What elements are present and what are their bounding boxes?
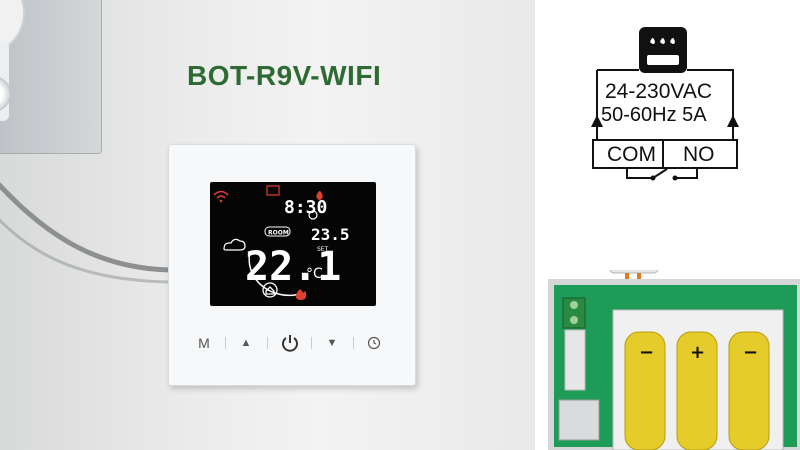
temp-unit: °C: [306, 266, 323, 282]
wifi-icon: [213, 190, 229, 203]
timer-icon: [308, 210, 318, 220]
batteries: [624, 331, 770, 450]
set-temp-text: 23.5: [311, 225, 350, 244]
room-label: ROOM: [268, 230, 289, 237]
battery-polarity-1: −: [639, 342, 654, 363]
wall-boiler: [0, 0, 102, 154]
divider: [267, 337, 268, 349]
wiring-diagram: 24-230VAC 50-60Hz 5A COM NO: [535, 0, 800, 280]
room-temp-text: 22.1: [245, 244, 341, 290]
power-icon: [282, 335, 298, 352]
wiring-svg: [591, 27, 739, 181]
flame-icon: [316, 191, 323, 200]
boiler-icon: [639, 27, 687, 73]
wifi-module: [558, 399, 600, 441]
clock-button[interactable]: [361, 328, 387, 358]
cloud-icon: [223, 238, 246, 251]
terminal-block: [592, 139, 738, 169]
product-photo: BOT-R9V-WIFI 8:30: [0, 0, 535, 450]
terminal-no-label: NO: [683, 143, 715, 166]
up-button[interactable]: ▲: [240, 337, 252, 349]
voltage-label: 24-230VAC: [605, 80, 713, 103]
divider: [225, 337, 226, 349]
divider: [353, 337, 354, 349]
board-svg: − + −: [548, 204, 800, 450]
down-button[interactable]: ▼: [326, 337, 338, 349]
lcd-screen: 8:30 23.5 SET ROOM 22.1 °C: [210, 182, 376, 306]
power-button[interactable]: [277, 328, 303, 358]
lcd-graphics: 8:30 23.5 SET ROOM 22.1 °C: [213, 185, 350, 300]
battery-polarity-2: +: [690, 342, 705, 363]
relay: [564, 329, 586, 391]
cable: [0, 182, 171, 284]
button-row: M ▲ ▼: [191, 328, 391, 358]
terminal-connector: [562, 297, 586, 329]
temp-arc: [248, 251, 301, 297]
mode-button[interactable]: M: [198, 335, 210, 351]
clock-icon: [367, 336, 381, 350]
home-icon: [262, 282, 278, 298]
heating-flame-icon: [295, 289, 307, 300]
thermostat-device: 8:30 23.5 SET ROOM 22.1 °C: [168, 144, 416, 386]
clock-text: 8:30: [284, 197, 327, 218]
set-label: SET: [317, 246, 329, 253]
divider: [311, 337, 312, 349]
heat-indicator-icon: [266, 185, 280, 196]
product-title: BOT-R9V-WIFI: [187, 60, 382, 91]
battery-polarity-3: −: [743, 342, 758, 363]
boiler-unit: [609, 204, 659, 274]
terminal-com-label: COM: [607, 143, 656, 166]
circuit-board-photo: − + −: [535, 204, 800, 450]
rating-label: 50-60Hz 5A: [601, 104, 707, 126]
